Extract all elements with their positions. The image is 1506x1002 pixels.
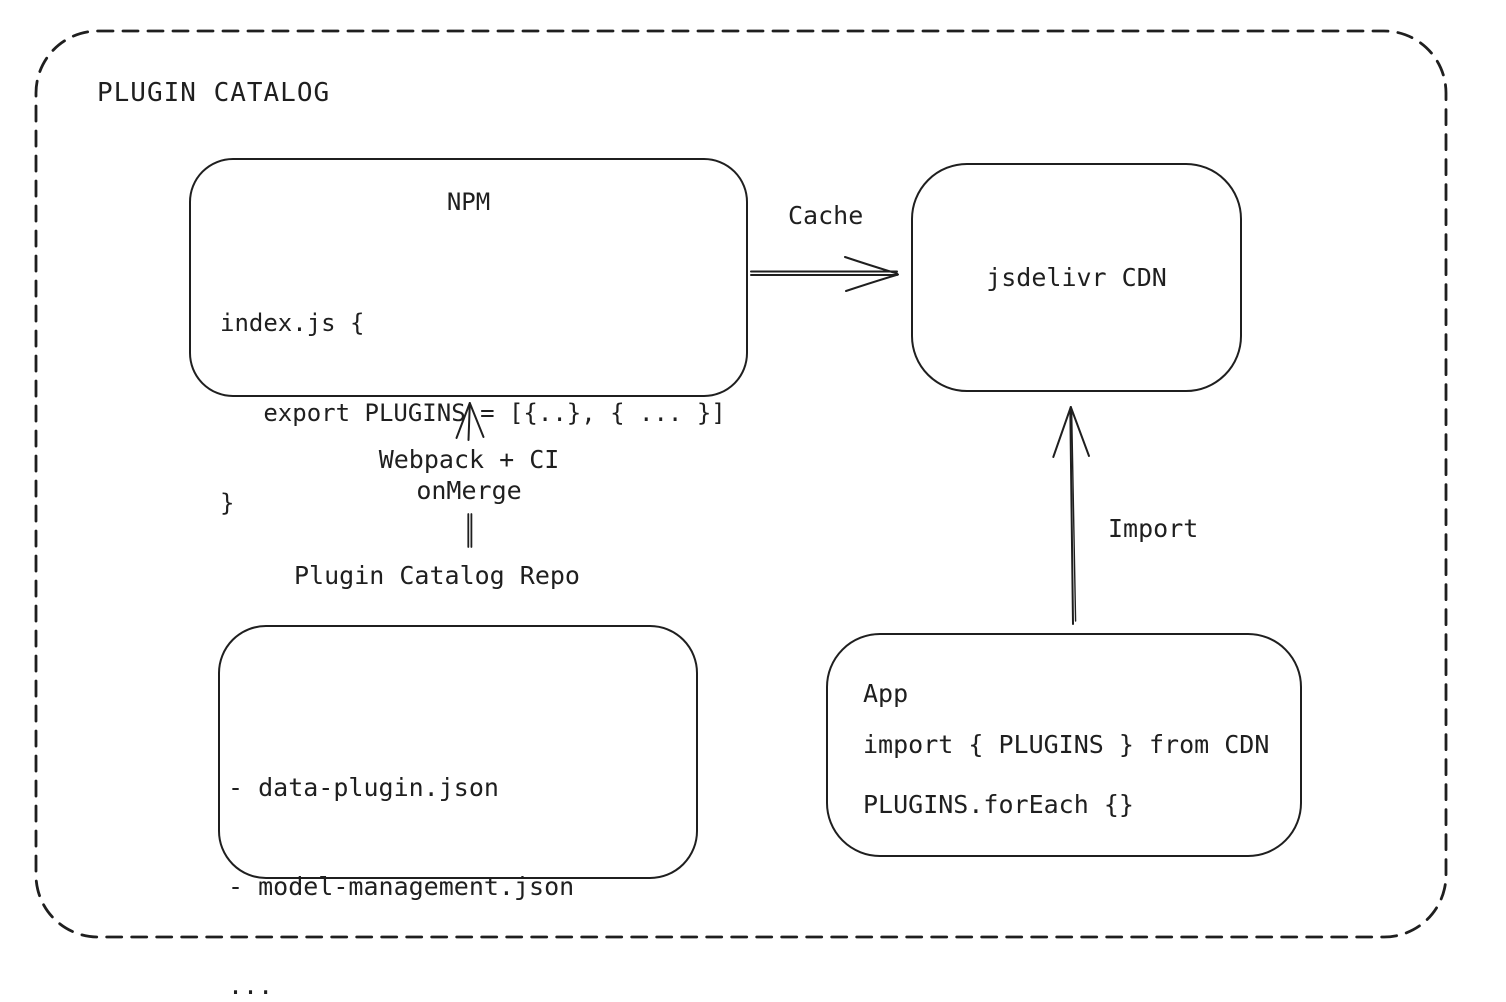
npm-code-line: export PLUGINS = [{..}, { ... }] [220, 399, 726, 427]
repo-file-item: ... [228, 971, 274, 1000]
npm-node-title: NPM [446, 188, 491, 216]
import-edge-label: Import [1108, 514, 1199, 543]
app-code-line: import { PLUGINS } from CDN [863, 730, 1270, 759]
repo-file-item: - model-management.json [228, 872, 575, 901]
repo-node-title: Plugin Catalog Repo [294, 561, 580, 590]
build-edge-label-line1: Webpack + CI [378, 445, 560, 474]
cache-edge-label: Cache [788, 201, 864, 230]
import-arrow [1052, 406, 1090, 625]
node-plugin-catalog-repo: - data-plugin.json - model-management.js… [218, 625, 698, 1000]
app-code-line: PLUGINS.forEach {} [863, 790, 1134, 819]
build-edge-label: Webpack + CI onMerge [348, 444, 590, 506]
build-arrow [455, 402, 485, 548]
build-edge-label-line2: onMerge [416, 476, 522, 505]
cache-arrow [750, 256, 899, 292]
cdn-node-label: jsdelivr CDN [986, 263, 1167, 292]
npm-code-line: index.js { [220, 309, 365, 337]
node-app: App import { PLUGINS } from CDN PLUGINS.… [826, 633, 1302, 857]
app-node-title: App [863, 679, 909, 708]
diagram-title: PLUGIN CATALOG [97, 78, 331, 108]
catalog-frame-border [34, 29, 1448, 939]
npm-code-line: } [220, 489, 235, 517]
repo-file-item: - data-plugin.json [228, 773, 499, 802]
repo-file-list: - data-plugin.json - model-management.js… [228, 705, 574, 1002]
npm-code-block: index.js { export PLUGINS = [{..}, { ...… [220, 248, 726, 578]
node-jsdelivr-cdn: jsdelivr CDN [911, 163, 1242, 392]
node-npm: NPM index.js { export PLUGINS = [{..}, {… [189, 158, 748, 517]
